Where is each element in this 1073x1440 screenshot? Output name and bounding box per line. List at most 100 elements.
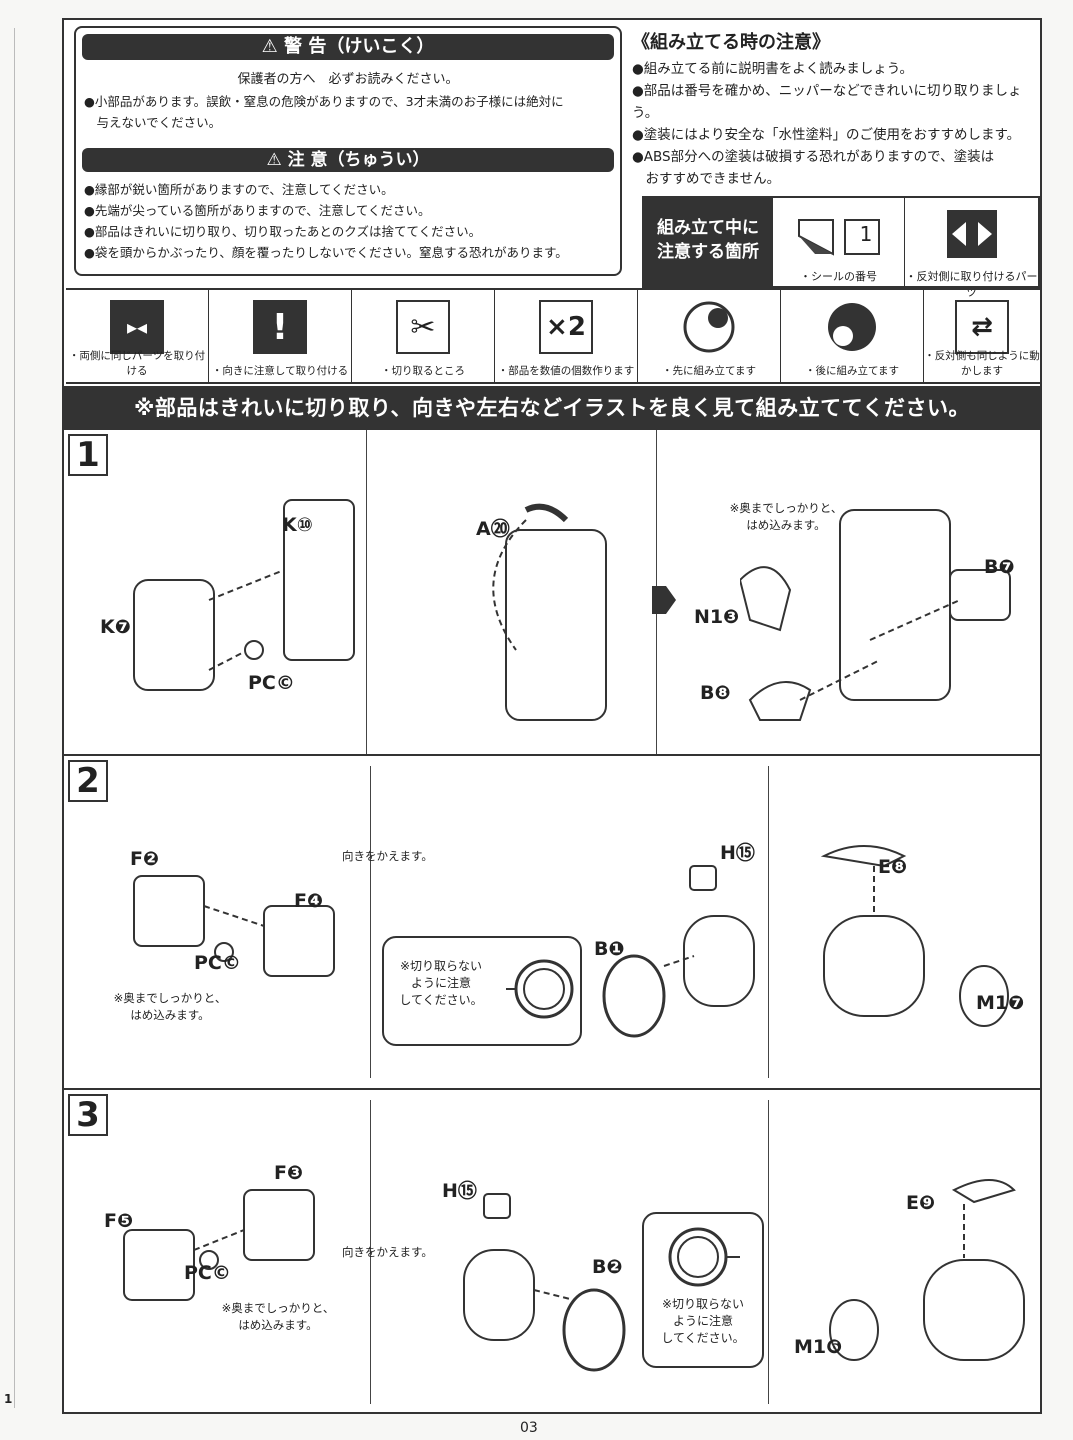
part-label: B❷ [592, 1256, 623, 1278]
sticker-number-cell: 1 ・シールの番号 [772, 198, 904, 286]
caution-bubble: ※切り取らない ように注意 してください。 [642, 1212, 764, 1368]
part-label: B❼ [984, 556, 1015, 578]
step-divider [768, 766, 769, 1078]
arrow-right-icon [652, 586, 676, 614]
insert-note: ※奥までしっかりと、 はめ込みます。 [198, 1300, 358, 1334]
step-number: 2 [68, 760, 108, 802]
part-label: M1❼ [976, 992, 1025, 1014]
step-number: 1 [68, 434, 108, 476]
bubble-line: してください。 [399, 993, 483, 1007]
step-divider [768, 1100, 769, 1404]
legend-both-sides: ▸◂ ・両側に同じパーツを取り付ける [66, 290, 209, 382]
cutting-banner: ※部品はきれいに切り取り、向きや左右などイラストを良く見て組み立ててください。 [64, 386, 1040, 430]
bubble-line: ※切り取らない [399, 959, 483, 973]
step-2-panel: 2 F❷ F❹ PC© ※奥までしっかりと、 はめ込みます。 向きをかえます。 … [64, 756, 1040, 1090]
step-divider [366, 430, 367, 754]
part-label: B❽ [700, 682, 731, 704]
caution-bubble: ※切り取らない ように注意 してください。 [382, 936, 582, 1046]
legend-assemble-later: ・後に組み立てます [781, 290, 924, 382]
step-divider [370, 1100, 371, 1404]
step-1-diagram-b [492, 503, 607, 721]
turn-note: 向きをかえます。 [342, 849, 433, 863]
bubble-line: ※切り取らない [661, 1297, 745, 1311]
note-line: ※奥までしっかりと、 [221, 1301, 335, 1315]
part-label: B❶ [594, 938, 625, 960]
notes-line: ●ABS部分への塗装は破損する恐れがありますので、塗装は [632, 149, 995, 165]
assembly-notes: 《組み立てる時の注意》 ●組み立てる前に説明書をよく読みましょう。 ●部品は番号… [632, 28, 1036, 188]
caution-line: ●縁部が鋭い箇所がありますので、注意してください。 [84, 182, 394, 197]
caution-title: ⚠ 注 意（ちゅうい） [82, 148, 614, 172]
part-label: E❾ [906, 1192, 936, 1214]
step-divider [370, 766, 371, 1078]
part-label: F❹ [294, 890, 324, 912]
step-number: 3 [68, 1094, 108, 1136]
part-label: H⑮ [720, 842, 755, 864]
exclamation-icon: ! [253, 300, 307, 354]
part-label: H⑮ [442, 1180, 477, 1202]
notes-line: ●塗装にはより安全な「水性塗料」のご使用をおすすめします。 [632, 127, 1021, 143]
warning-subtitle: 保護者の方へ 必ずお読みください。 [237, 72, 459, 87]
legend-label: ・向きに注意して取り付ける [211, 365, 349, 377]
legend-multiply: ×2 ・部品を数値の個数作ります [495, 290, 638, 382]
notes-title: 《組み立てる時の注意》 [632, 32, 830, 53]
attention-heading-line1: 組み立て中に [657, 218, 759, 238]
both-sides-icon: ▸◂ [110, 300, 164, 354]
legend-move-same: ⇄ ・反対側も同じように動かします [924, 290, 1040, 382]
sticker-number: 1 [859, 222, 873, 246]
warning-line-1: ●小部品があります。誤飲・窒息の危険がありますので、3才未満のお子様には絶対に [84, 94, 564, 109]
part-label: PC© [194, 952, 241, 974]
part-label: A⑳ [476, 518, 510, 540]
step-2-diagram-a [133, 875, 335, 977]
bubble-text: ※切り取らない ように注意 してください。 [396, 958, 486, 1009]
note-line: はめ込みます。 [238, 1318, 318, 1332]
notes-line: おすすめできません。 [632, 171, 781, 187]
part-label: F❸ [274, 1162, 304, 1184]
bubble-line: してください。 [661, 1331, 745, 1345]
sticker-label: ・シールの番号 [800, 270, 877, 283]
part-label: N1❸ [694, 606, 740, 628]
assemble-later-icon [825, 300, 879, 354]
note-line: はめ込みます。 [746, 518, 826, 532]
step-1-diagram-a [133, 499, 355, 691]
step-3-panel: 3 F❸ F❺ PC© ※奥までしっかりと、 はめ込みます。 向きをかえます。 … [64, 1090, 1040, 1414]
opposite-side-cell: ・反対側に取り付けるパーツ [904, 198, 1038, 299]
legend-label: ・先に組み立てます [662, 365, 756, 377]
insert-note: ※奥までしっかりと、 はめ込みます。 [716, 500, 856, 534]
opposite-side-label: ・反対側に取り付けるパーツ [905, 270, 1038, 299]
warning-line-2: 与えないでください。 [84, 115, 222, 130]
caution-line: ●先端が尖っている箇所がありますので、注意してください。 [84, 203, 431, 218]
part-label: F❺ [104, 1210, 134, 1232]
left-page-mark: 1 [4, 1392, 13, 1406]
step-1-diagram-c [740, 509, 1011, 721]
step-3-diagram-a [123, 1189, 315, 1301]
symbol-legend: ▸◂ ・両側に同じパーツを取り付ける ! ・向きに注意して取り付ける ✂ ・切り… [66, 288, 1040, 384]
note-line: ※奥までしっかりと、 [729, 501, 843, 515]
multiply-icon: ×2 [539, 300, 593, 354]
nipper-icon: ✂ [396, 300, 450, 354]
part-label: PC© [248, 672, 295, 694]
legend-cut: ✂ ・切り取るところ [352, 290, 495, 382]
note-line: ※奥までしっかりと、 [113, 991, 227, 1005]
caution-line: ●部品はきれいに切り取り、切り取ったあとのクズは捨ててください。 [84, 224, 482, 239]
part-label: PC© [184, 1262, 231, 1284]
ring-gate-icon [506, 959, 574, 1019]
part-label: F❷ [130, 848, 160, 870]
note-line: はめ込みます。 [130, 1008, 210, 1022]
move-same-icon: ⇄ [955, 300, 1009, 354]
page-number: 03 [520, 1420, 538, 1436]
attention-callout: 組み立て中に 注意する箇所 1 ・シールの番号 ・反対側に取り付けるパーツ [642, 196, 1040, 299]
step-2-diagram-b [602, 865, 755, 1038]
step-3-diagram-c [829, 1179, 1025, 1361]
warning-title: ⚠ 警 告（けいこく） [82, 34, 614, 60]
step-3-diagram-b [463, 1193, 626, 1372]
caution-line: ●袋を頭からかぶったり、顔を覆ったりしないでください。窒息する恐れがあります。 [84, 245, 568, 260]
attention-heading-line2: 注意する箇所 [657, 242, 759, 262]
step-2-diagram-c [820, 845, 1009, 1027]
notes-line: ●組み立てる前に説明書をよく読みましょう。 [632, 61, 913, 77]
legend-label: ・後に組み立てます [805, 365, 899, 377]
opposite-side-icon [946, 210, 997, 258]
legend-label: ・反対側も同じように動かします [924, 350, 1040, 377]
part-label: E❽ [878, 856, 908, 878]
legend-label: ・両側に同じパーツを取り付ける [68, 350, 206, 377]
instruction-page: ⚠ 警 告（けいこく） 保護者の方へ 必ずお読みください。 ●小部品があります。… [62, 18, 1042, 1414]
